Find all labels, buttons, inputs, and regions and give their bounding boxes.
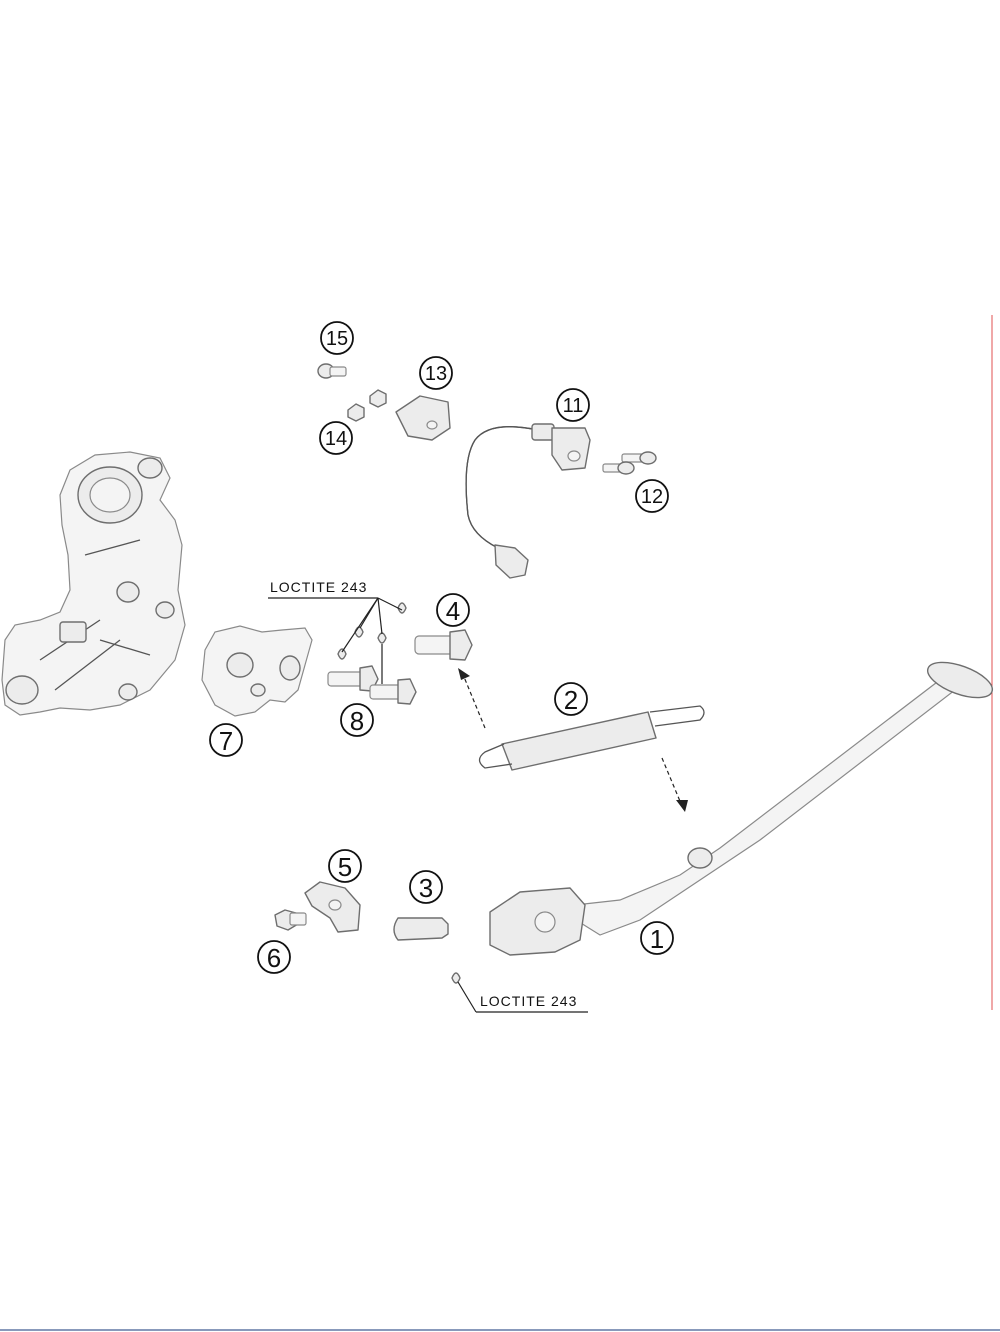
callout-2: 2 [554, 682, 588, 716]
svg-text:1: 1 [650, 924, 664, 954]
plate-part-7 [201, 625, 313, 717]
svg-text:7: 7 [219, 726, 233, 756]
bolts-part-8 [327, 665, 417, 705]
arrow-head-bolt [458, 668, 470, 680]
arrow-head-stand [676, 800, 688, 812]
callout-15: 15 [320, 321, 354, 355]
callout-12: 12 [635, 479, 669, 513]
screws-part-12 [602, 451, 657, 475]
bolt-part-15 [317, 363, 347, 379]
callout-6: 6 [257, 940, 291, 974]
svg-text:12: 12 [641, 486, 663, 508]
arrow-to-bolt [461, 671, 486, 729]
loctite-label-top: LOCTITE 243 [270, 579, 367, 595]
frame-bracket [1, 451, 186, 716]
svg-text:2: 2 [564, 685, 578, 715]
svg-text:13: 13 [425, 363, 447, 385]
callout-4: 4 [436, 593, 470, 627]
spring-part-2 [478, 705, 705, 771]
switch-part-13 [395, 395, 451, 441]
svg-text:4: 4 [446, 596, 460, 626]
loctite-leader-top [268, 597, 403, 684]
callout-8: 8 [340, 703, 374, 737]
arrow-to-stand [661, 757, 683, 807]
sensor-cable-part-11 [465, 423, 591, 579]
callout-3: 3 [409, 870, 443, 904]
callout-11: 11 [556, 388, 590, 422]
loctite-label-bottom: LOCTITE 243 [480, 993, 577, 1009]
loctite-droplet-bottom [451, 972, 461, 984]
svg-text:8: 8 [350, 706, 364, 736]
bolt-part-6 [274, 909, 307, 931]
loctite-leader-bottom [457, 981, 588, 1013]
callout-14: 14 [319, 421, 353, 455]
callout-1: 1 [640, 921, 674, 955]
loctite-droplets-top [337, 602, 407, 660]
svg-text:15: 15 [326, 328, 348, 350]
svg-text:11: 11 [563, 395, 584, 417]
bracket-part-5 [304, 881, 361, 933]
side-stand-part-1 [489, 661, 994, 956]
pin-part-3 [393, 917, 449, 941]
callout-7: 7 [209, 723, 243, 757]
pivot-bolt-part-4 [414, 629, 473, 661]
svg-text:5: 5 [338, 852, 352, 882]
nuts-part-14 [347, 389, 387, 422]
callout-13: 13 [419, 356, 453, 390]
svg-text:6: 6 [267, 943, 281, 973]
callout-5: 5 [328, 849, 362, 883]
svg-text:14: 14 [325, 428, 347, 450]
svg-text:3: 3 [419, 873, 433, 903]
